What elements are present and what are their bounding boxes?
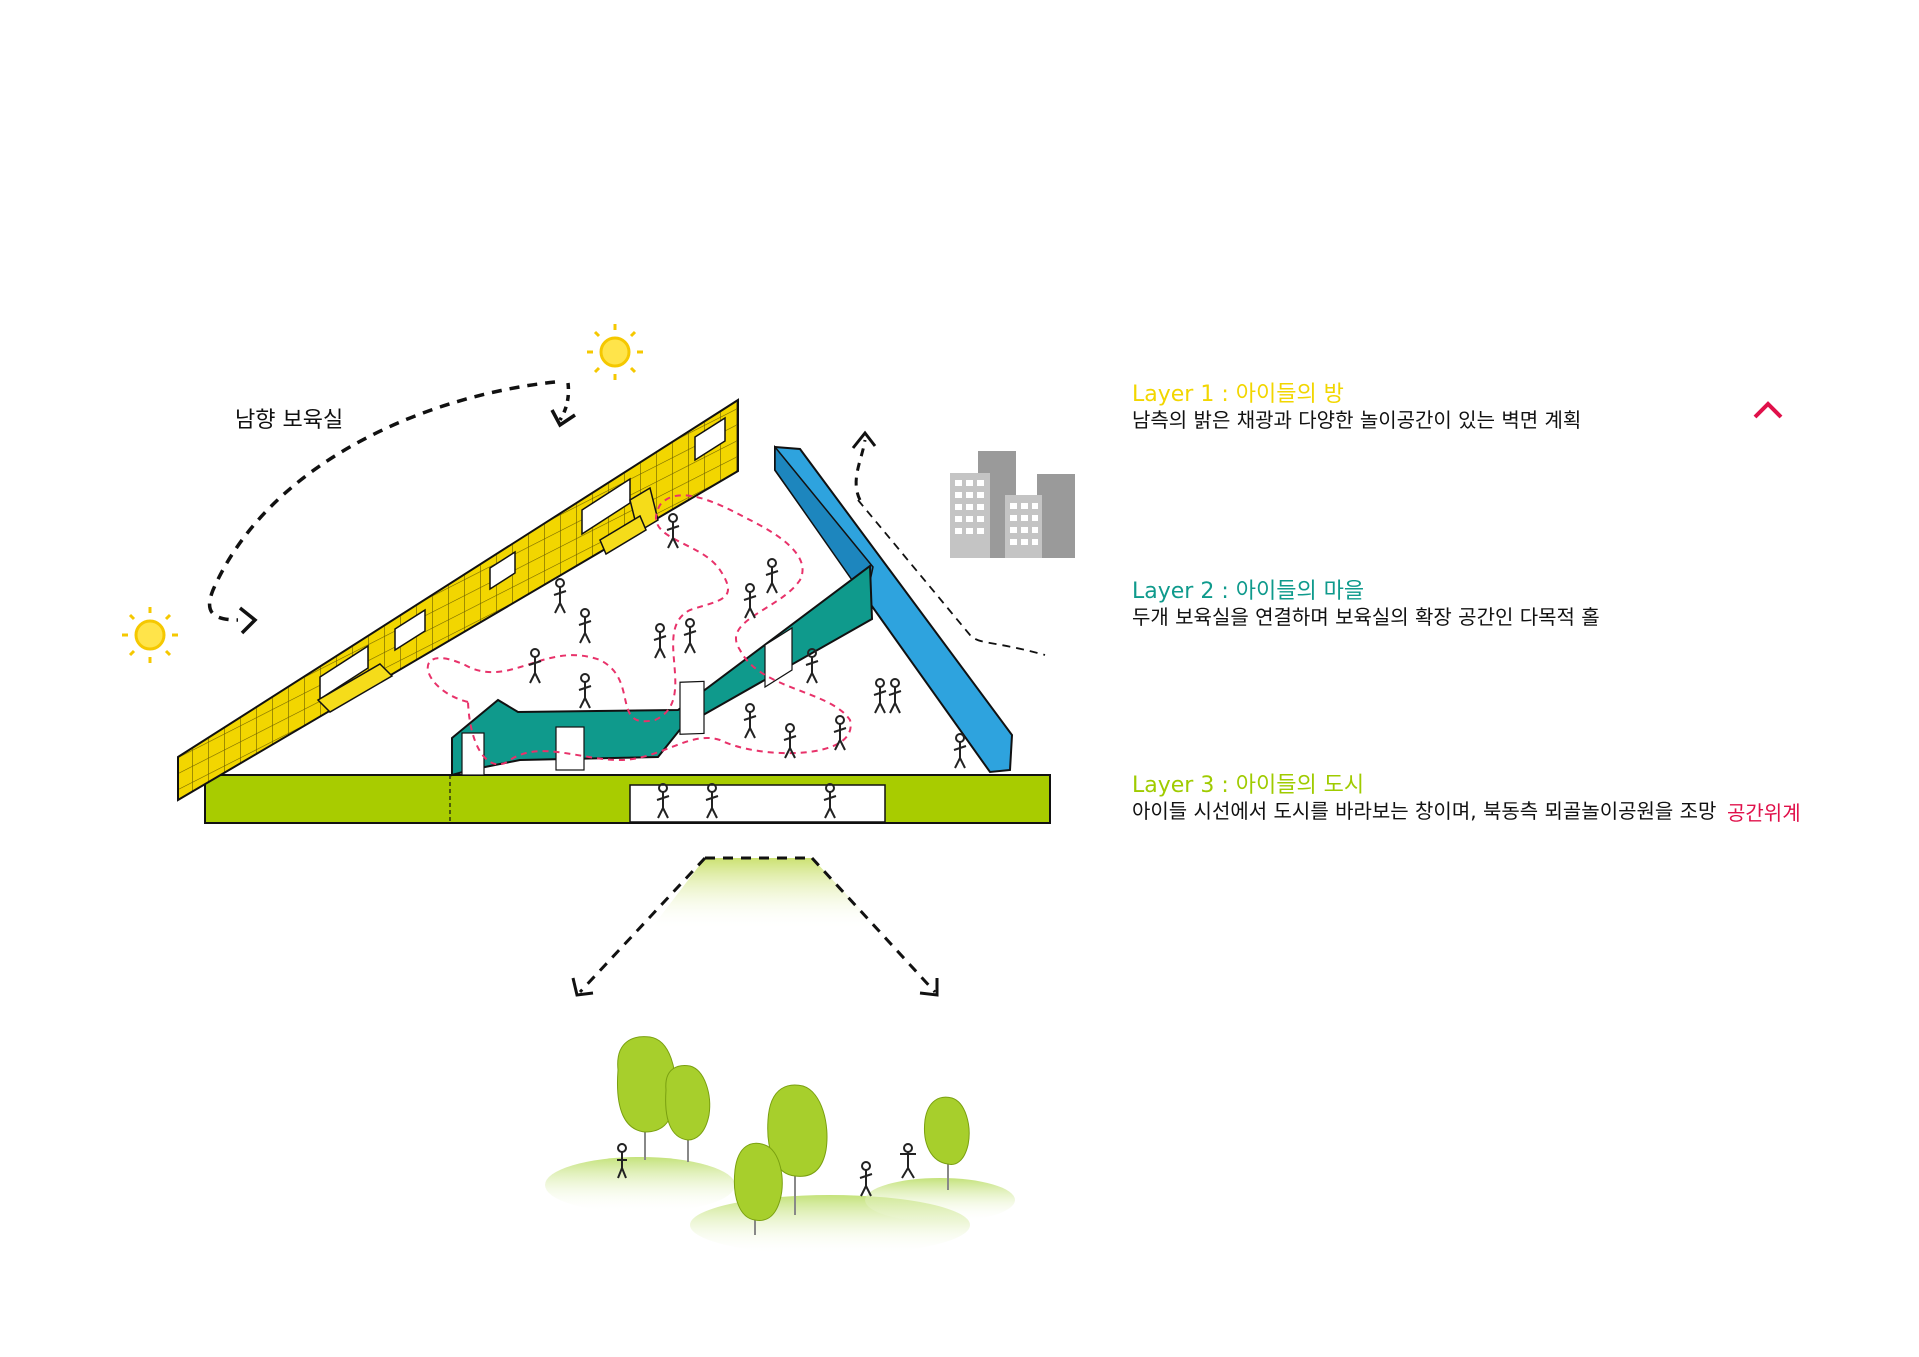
blue-wall [774,444,1014,774]
layer-3-title: Layer 3 : 아이들의 도시 [1132,773,1365,798]
person-icon [617,1143,916,1197]
yellow-grid-wall [177,398,739,802]
south-rooms-label: 남향 보육실 [235,408,344,433]
layer-2-title: Layer 2 : 아이들의 마을 [1132,579,1365,604]
city-view-arrow [851,430,1046,656]
layer-1-title: Layer 1 : 아이들의 방 [1132,382,1344,407]
teal-wall [451,564,874,777]
tree-icon [616,1036,970,1235]
layer-2-description: 두개 보육실을 연결하며 보육실의 확장 공간인 다목적 홀 [1132,605,1600,629]
hierarchy-label: 공간위계 [1727,801,1801,825]
building-icon [950,451,1075,558]
layer-1-description: 남측의 밝은 채광과 다양한 놀이공간이 있는 벽면 계획 [1132,408,1582,432]
layer-3-description: 아이들 시선에서 도시를 바라보는 창이며, 북동측 뫼골놀이공원을 조망 [1132,799,1717,823]
hierarchy-arrow [1753,401,1783,800]
circulation-path [426,494,852,766]
sun-path-arrow [207,380,576,635]
city-view-window [629,784,886,823]
sun-icon [587,324,643,380]
green-base-slab [204,774,1051,824]
park-view-cone [571,856,939,997]
sun-icon [122,607,178,663]
person-icon [528,513,967,819]
